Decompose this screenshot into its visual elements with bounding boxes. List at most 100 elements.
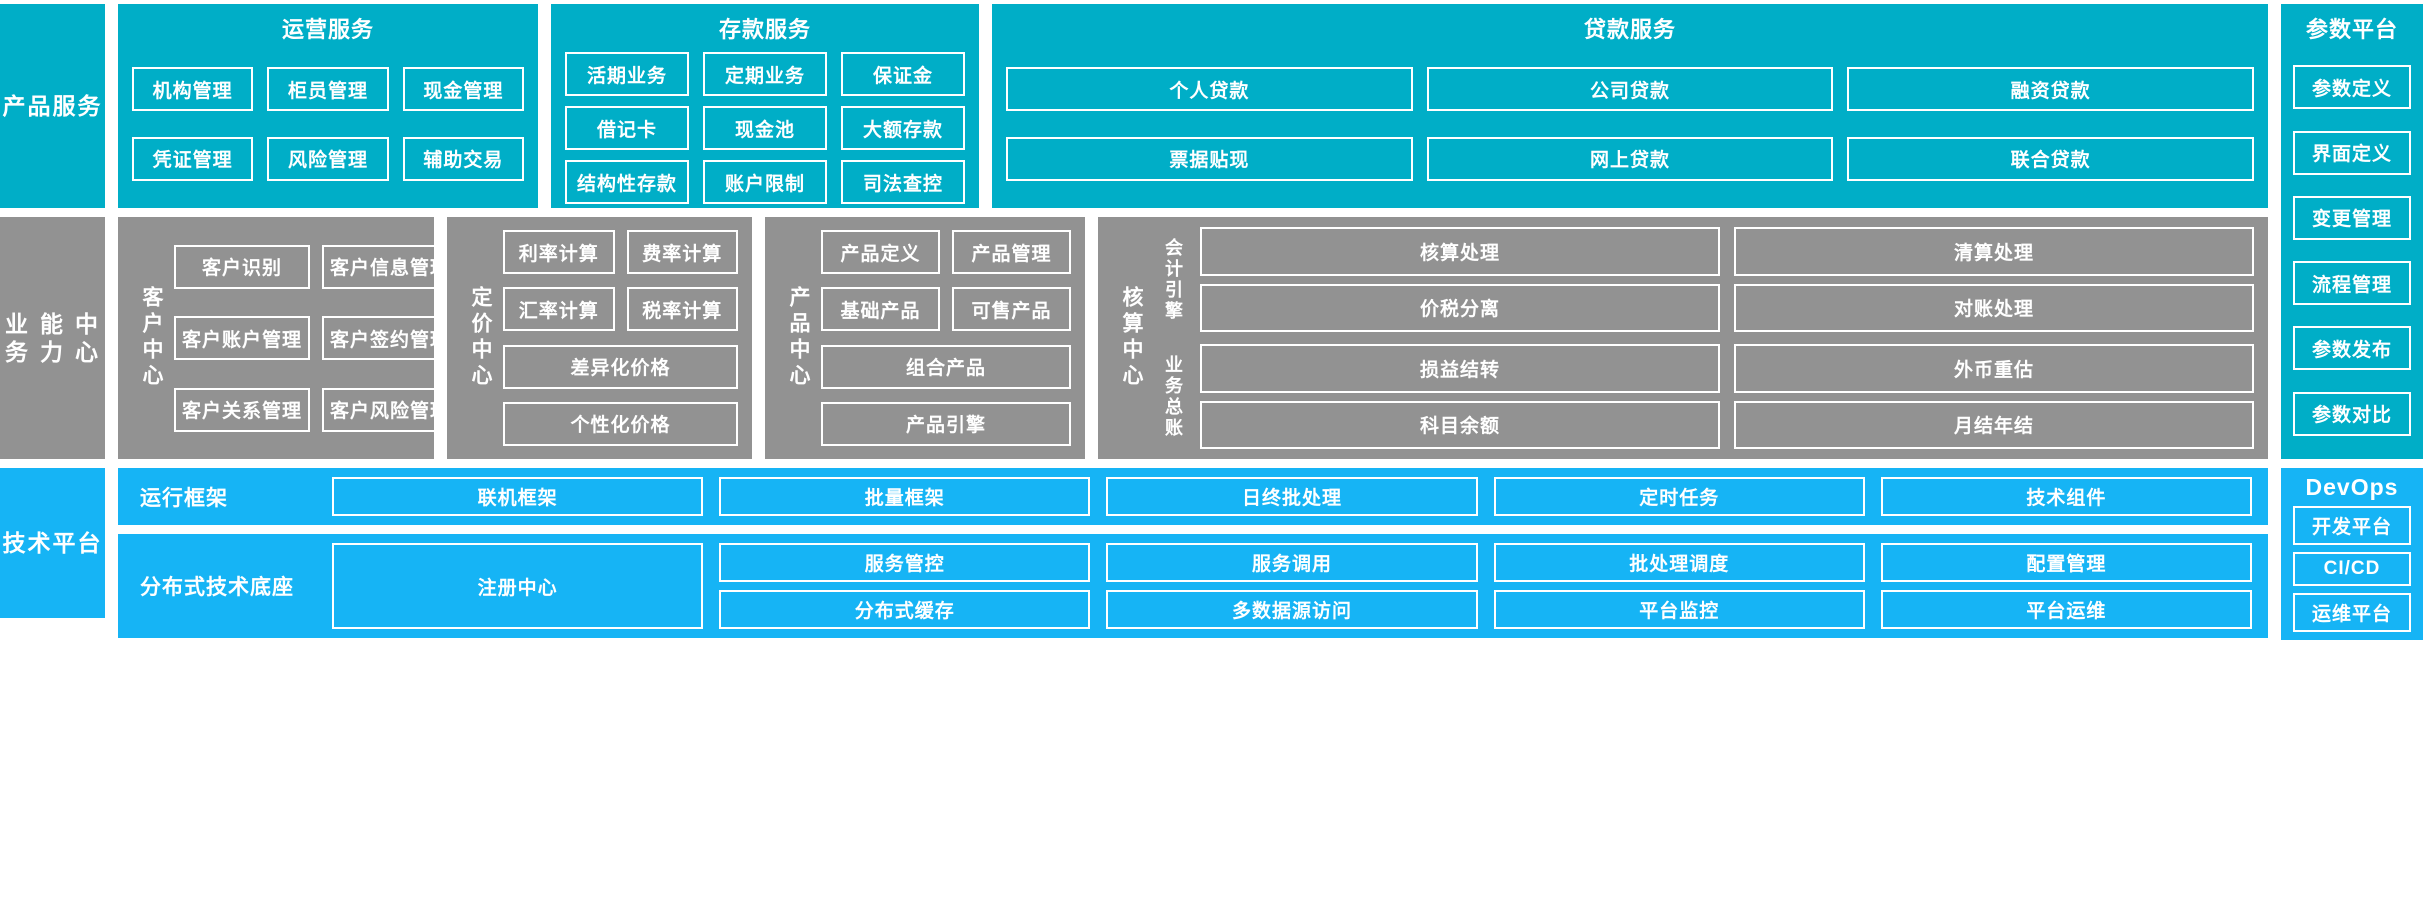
panel-parameter-platform: 参数平台 参数定义 界面定义 变更管理 流程管理 参数发布 参数对比 — [2281, 4, 2423, 459]
tile-deposit-4[interactable]: 现金池 — [703, 106, 827, 150]
tile-product-3[interactable]: 可售产品 — [952, 287, 1071, 332]
tile-accounting-ledger-0[interactable]: 损益结转 — [1200, 344, 1720, 393]
tile-customer-4[interactable]: 客户关系管理 — [174, 387, 311, 432]
tile-base-5[interactable]: 多数据源访问 — [1106, 590, 1478, 629]
devops-list: 开发平台 CI/CD 运维平台 — [2293, 506, 2411, 632]
center-pricing: 定价中心 利率计算 费率计算 汇率计算 税率计算 差异化价格 个性化价格 — [447, 217, 752, 459]
panel-title-devops: DevOps — [2305, 474, 2399, 500]
product-services-panels: 运营服务 机构管理 柜员管理 现金管理 凭证管理 风险管理 辅助交易 存款服务 … — [118, 4, 2268, 208]
tile-customer-0[interactable]: 客户识别 — [174, 244, 311, 289]
tile-base-registry[interactable]: 注册中心 — [332, 543, 704, 629]
tile-deposit-8[interactable]: 司法查控 — [841, 160, 965, 204]
tile-loan-0[interactable]: 个人贷款 — [1006, 67, 1413, 112]
tile-param-4[interactable]: 参数发布 — [2293, 326, 2411, 371]
accounting-group-ledger: 业务总账 损益结转 外币重估 科目余额 月结年结 — [1154, 344, 2254, 449]
tile-base-2[interactable]: 批处理调度 — [1493, 543, 1865, 582]
tile-product-0[interactable]: 产品定义 — [821, 230, 940, 275]
tile-base-7[interactable]: 平台运维 — [1880, 590, 2252, 629]
tile-loan-1[interactable]: 公司贷款 — [1426, 67, 1834, 112]
tile-base-6[interactable]: 平台监控 — [1493, 590, 1865, 629]
tile-customer-3[interactable]: 客户签约管理 — [322, 316, 459, 360]
tile-deposit-7[interactable]: 账户限制 — [703, 160, 827, 204]
tile-accounting-engine-2[interactable]: 价税分离 — [1200, 283, 1720, 332]
rail-label-technology-platform: 技术平台 — [0, 468, 105, 618]
row-label-run-framework: 运行框架 — [140, 486, 228, 510]
accounting-groups: 会计引擎 核算处理 清算处理 价税分离 对账处理 业务总账 损益结转 外币重估 — [1154, 227, 2254, 449]
tile-base-0[interactable]: 服务管控 — [719, 543, 1091, 582]
tile-operation-1[interactable]: 柜员管理 — [267, 67, 389, 112]
center-body-pricing: 利率计算 费率计算 汇率计算 税率计算 差异化价格 个性化价格 — [503, 227, 738, 449]
tile-deposit-1[interactable]: 定期业务 — [703, 52, 827, 96]
tile-product-wide-1[interactable]: 产品引擎 — [821, 401, 1071, 446]
tile-base-3[interactable]: 配置管理 — [1880, 543, 2252, 582]
tile-devops-2[interactable]: 运维平台 — [2293, 593, 2411, 632]
tile-deposit-2[interactable]: 保证金 — [841, 52, 965, 96]
tile-pricing-2[interactable]: 汇率计算 — [503, 287, 615, 332]
tile-operation-2[interactable]: 现金管理 — [402, 67, 524, 112]
panel-grid-deposit-services: 活期业务 定期业务 保证金 借记卡 现金池 大额存款 结构性存款 账户限制 司法… — [565, 52, 965, 204]
tile-operation-0[interactable]: 机构管理 — [132, 67, 254, 112]
tile-param-0[interactable]: 参数定义 — [2293, 65, 2411, 110]
tile-devops-1[interactable]: CI/CD — [2293, 552, 2411, 586]
accounting-grid-ledger: 损益结转 外币重估 科目余额 月结年结 — [1200, 344, 2254, 449]
tile-runframework-4[interactable]: 技术组件 — [1880, 477, 2252, 516]
tile-param-5[interactable]: 参数对比 — [2293, 391, 2411, 436]
tile-loan-3[interactable]: 票据贴现 — [1006, 136, 1413, 181]
tile-operation-3[interactable]: 凭证管理 — [132, 136, 254, 181]
rail-label-product-services: 产品服务 — [0, 4, 105, 208]
panel-grid-loan-services: 个人贷款 公司贷款 融资贷款 票据贴现 网上贷款 联合贷款 — [1006, 52, 2254, 196]
tile-operation-4[interactable]: 风险管理 — [267, 136, 389, 181]
tile-customer-5[interactable]: 客户风险管理 — [322, 387, 459, 432]
tile-product-wide-0[interactable]: 组合产品 — [821, 344, 1071, 389]
panel-grid-operation-services: 机构管理 柜员管理 现金管理 凭证管理 风险管理 辅助交易 — [132, 52, 524, 196]
panel-title-deposit-services: 存款服务 — [718, 17, 811, 42]
panel-loan-services: 贷款服务 个人贷款 公司贷款 融资贷款 票据贴现 网上贷款 联合贷款 — [992, 4, 2268, 208]
tile-customer-2[interactable]: 客户账户管理 — [174, 316, 311, 360]
tile-pricing-3[interactable]: 税率计算 — [626, 287, 738, 332]
tile-accounting-ledger-2[interactable]: 科目余额 — [1200, 400, 1720, 449]
tile-operation-5[interactable]: 辅助交易 — [402, 136, 524, 181]
center-label-product: 产品中心 — [787, 286, 810, 390]
tile-runframework-2[interactable]: 日终批处理 — [1106, 477, 1478, 516]
tile-accounting-ledger-3[interactable]: 月结年结 — [1734, 400, 2254, 449]
tile-runframework-3[interactable]: 定时任务 — [1493, 477, 1865, 516]
tile-pricing-wide-0[interactable]: 差异化价格 — [503, 344, 738, 389]
tile-runframework-0[interactable]: 联机框架 — [332, 477, 704, 516]
tile-param-2[interactable]: 变更管理 — [2293, 195, 2411, 240]
band-technology-platform: 技术平台 运行框架 联机框架 批量框架 日终批处理 定时任务 技术组件 分布式技… — [0, 468, 2423, 640]
center-label-customer: 客户中心 — [140, 286, 163, 390]
tile-loan-2[interactable]: 融资贷款 — [1847, 67, 2254, 112]
tile-param-3[interactable]: 流程管理 — [2293, 261, 2411, 306]
panel-title-operation-services: 运营服务 — [281, 17, 374, 42]
tile-deposit-6[interactable]: 结构性存款 — [565, 160, 689, 204]
tile-deposit-0[interactable]: 活期业务 — [565, 52, 689, 96]
accounting-group-label-engine: 会计引擎 — [1163, 237, 1183, 322]
tile-pricing-1[interactable]: 费率计算 — [626, 230, 738, 275]
right-column-middle-spacer — [2281, 217, 2423, 459]
center-label-accounting: 核算中心 — [1120, 286, 1143, 390]
distributed-base-tiles: 注册中心 服务管控 服务调用 批处理调度 配置管理 分布式缓存 多数据源访问 平… — [332, 543, 2252, 629]
tile-loan-5[interactable]: 联合贷款 — [1847, 136, 2254, 181]
tile-accounting-engine-0[interactable]: 核算处理 — [1200, 227, 1720, 276]
tile-pricing-0[interactable]: 利率计算 — [503, 230, 615, 275]
tile-devops-0[interactable]: 开发平台 — [2293, 506, 2411, 545]
tile-accounting-engine-3[interactable]: 对账处理 — [1734, 283, 2254, 332]
tile-product-2[interactable]: 基础产品 — [821, 287, 940, 332]
tile-accounting-engine-1[interactable]: 清算处理 — [1734, 227, 2254, 276]
tile-customer-1[interactable]: 客户信息管理 — [322, 244, 459, 289]
tile-base-4[interactable]: 分布式缓存 — [719, 590, 1091, 629]
tile-loan-4[interactable]: 网上贷款 — [1426, 136, 1834, 181]
tile-runframework-1[interactable]: 批量框架 — [719, 477, 1091, 516]
tile-param-1[interactable]: 界面定义 — [2293, 130, 2411, 175]
tile-deposit-5[interactable]: 大额存款 — [841, 106, 965, 150]
panel-title-parameter-platform: 参数平台 — [2305, 17, 2398, 42]
panel-title-loan-services: 贷款服务 — [1583, 17, 1676, 42]
tile-pricing-wide-1[interactable]: 个性化价格 — [503, 401, 738, 446]
tile-accounting-ledger-1[interactable]: 外币重估 — [1734, 344, 2254, 393]
tile-base-1[interactable]: 服务调用 — [1106, 543, 1478, 582]
tile-deposit-3[interactable]: 借记卡 — [565, 106, 689, 150]
band-product-services: 产品服务 运营服务 机构管理 柜员管理 现金管理 凭证管理 风险管理 辅助交易 … — [0, 4, 2423, 459]
accounting-group-label-ledger: 业务总账 — [1163, 354, 1183, 439]
accounting-group-engine: 会计引擎 核算处理 清算处理 价税分离 对账处理 — [1154, 227, 2254, 332]
tile-product-1[interactable]: 产品管理 — [952, 230, 1071, 275]
